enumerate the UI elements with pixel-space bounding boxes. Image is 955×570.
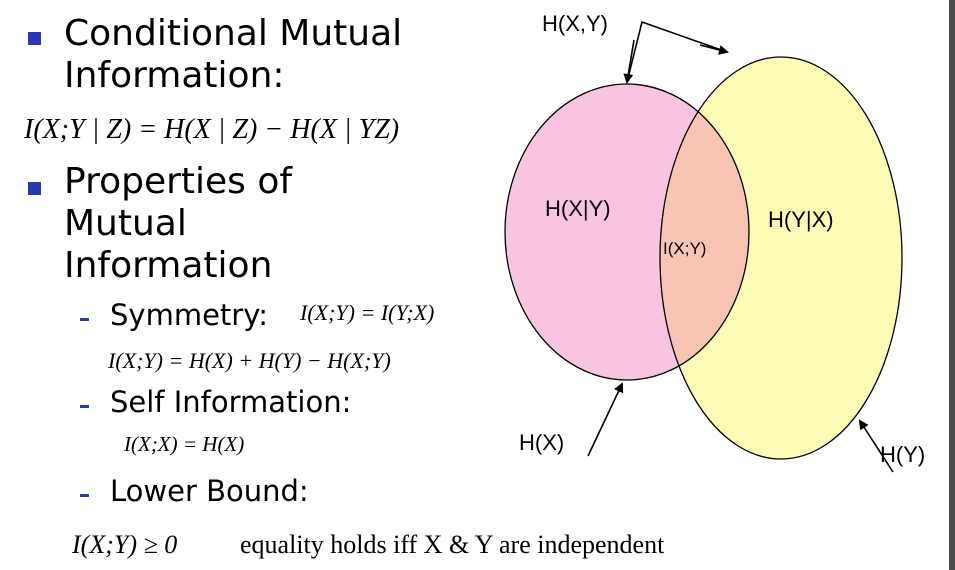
mi-formula: I(X;Y) = H(X) + H(Y) − H(X;Y) (108, 348, 391, 373)
bullet-square (28, 32, 41, 45)
label-h-y-given-x: H(Y|X) (768, 207, 834, 232)
lower-bound-statement: equality holds iff X & Y are independent (240, 530, 665, 559)
sub-bullet-dash (80, 318, 89, 321)
joint-entropy-bracket (626, 20, 728, 83)
cmi-title-line1: Conditional Mutual (64, 13, 403, 54)
symmetry-label: Symmetry: (110, 298, 269, 332)
label-h-x-given-y: H(X|Y) (545, 196, 611, 221)
cmi-title-line2: Information: (64, 55, 285, 96)
set-x-outline (504, 83, 750, 381)
label-h-xy-joint: H(X,Y) (542, 11, 608, 36)
slide-edge (949, 0, 955, 570)
symmetry-formula: I(X;Y) = I(Y;X) (300, 300, 435, 325)
self-info-formula: I(X;X) = H(X) (124, 432, 245, 456)
label-h-x: H(X) (519, 430, 564, 455)
lower-bound-text: equality holds iff X & Y are independent (240, 530, 664, 560)
lower-bound-label: Lower Bound: (110, 474, 309, 508)
props-title-line3: Information (64, 245, 273, 286)
cmi-formula: I(X;Y | Z) = H(X | Z) − H(X | YZ) (24, 114, 400, 145)
label-i-xy: I(X;Y) (663, 239, 706, 258)
arrow-hy (858, 419, 894, 473)
arrow-hx (587, 382, 624, 457)
lower-bound-formula: I(X;Y) ≥ 0 (72, 530, 178, 559)
self-info-label: Self Information: (110, 385, 352, 419)
sub-bullet-dash (80, 405, 89, 408)
props-title-line1: Properties of (64, 161, 293, 202)
arrow-to-x-ellipse (623, 39, 635, 84)
props-title-line2: Mutual (64, 203, 187, 244)
sub-bullet-dash (80, 494, 89, 497)
arrow-to-y-ellipse (699, 44, 729, 55)
bullet-square (28, 182, 41, 195)
set-y-outline (659, 56, 903, 460)
